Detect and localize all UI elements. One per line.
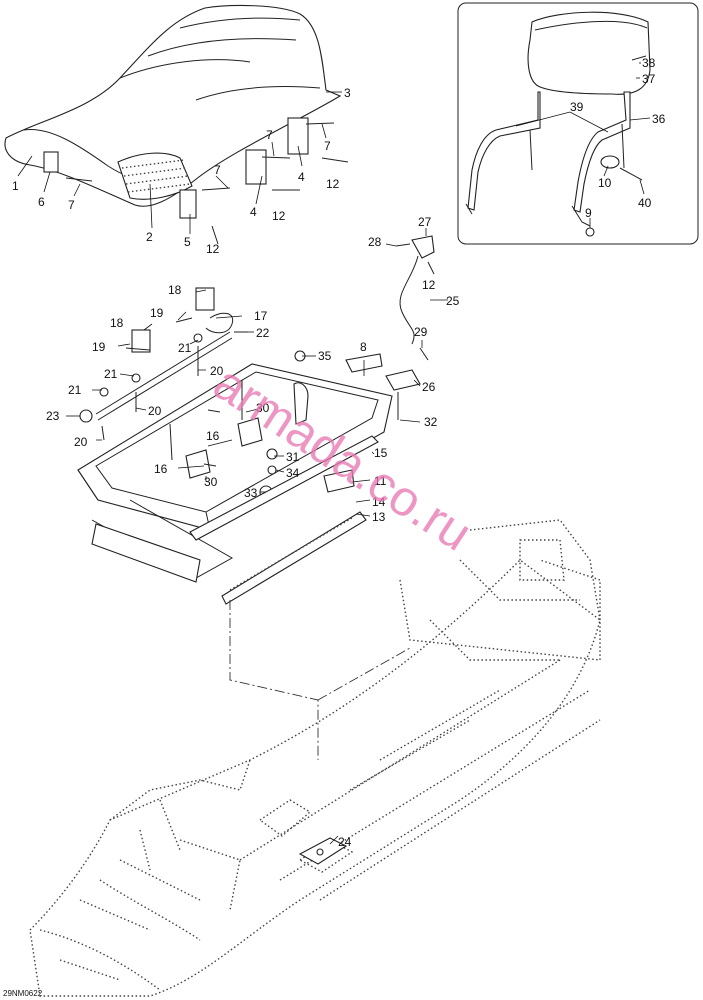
callout-23: 23 — [46, 409, 60, 423]
callout-30a: 30 — [256, 401, 270, 415]
mounting-rails — [189, 435, 379, 605]
callout-40: 40 — [638, 196, 652, 210]
chassis-frame — [29, 519, 601, 997]
callout-4a: 4 — [250, 205, 257, 219]
backrest-cushion — [527, 11, 651, 95]
callout-1: 1 — [12, 179, 19, 193]
callout-35: 35 — [318, 349, 332, 363]
callout-15: 15 — [374, 446, 388, 460]
seat-assembly — [4, 4, 342, 207]
callout-12d: 12 — [422, 278, 436, 292]
callout-18b: 18 — [110, 316, 124, 330]
callout-29: 29 — [414, 325, 428, 339]
callout-leaders — [17, 62, 651, 845]
callout-37: 37 — [642, 72, 656, 86]
callout-38: 38 — [642, 56, 656, 70]
callout-19b: 19 — [92, 340, 106, 354]
callout-16b: 16 — [154, 462, 168, 476]
latch-cable-and-brackets — [345, 235, 435, 420]
callout-10: 10 — [598, 176, 612, 190]
callout-17: 17 — [254, 309, 268, 323]
callout-2: 2 — [146, 230, 153, 244]
callout-14: 14 — [372, 495, 386, 509]
callout-12c: 12 — [326, 177, 340, 191]
callout-7b: 7 — [214, 163, 221, 177]
callout-18a: 18 — [168, 283, 182, 297]
callout-6: 6 — [38, 195, 45, 209]
callout-31: 31 — [286, 450, 300, 464]
callout-19a: 19 — [150, 306, 164, 320]
callout-21c: 21 — [68, 383, 82, 397]
callout-9: 9 — [585, 206, 592, 220]
callout-16a: 16 — [206, 429, 220, 443]
callout-32: 32 — [424, 415, 438, 429]
callout-36: 36 — [652, 112, 666, 126]
callout-30b: 30 — [204, 475, 218, 489]
callout-27: 27 — [418, 215, 432, 229]
drawing-code: 29NM0622 — [3, 989, 43, 998]
callout-39: 39 — [570, 100, 584, 114]
callout-7c: 7 — [266, 128, 273, 142]
alignment-line — [229, 600, 411, 760]
storage-box — [77, 363, 393, 583]
callout-4b: 4 — [298, 170, 305, 184]
callout-24: 24 — [338, 835, 352, 849]
callout-33: 33 — [244, 486, 258, 500]
callout-12b: 12 — [272, 209, 286, 223]
callout-34: 34 — [286, 466, 300, 480]
tunnel-bracket — [298, 837, 348, 865]
seat-fastener-rivets — [65, 122, 349, 245]
callout-12a: 12 — [206, 242, 220, 256]
callout-13: 13 — [372, 510, 386, 524]
callout-25: 25 — [446, 294, 460, 308]
seat-hinge-brackets — [43, 117, 309, 219]
callout-26: 26 — [422, 380, 436, 394]
callout-5: 5 — [184, 235, 191, 249]
callout-11: 11 — [374, 474, 387, 488]
callout-labels: 1 2 3 4 4 5 6 7 7 7 7 8 9 10 11 12 12 12… — [12, 56, 666, 849]
backrest-support-tubes — [465, 91, 631, 227]
callout-28: 28 — [368, 235, 382, 249]
callout-8: 8 — [360, 340, 367, 354]
callout-3: 3 — [344, 86, 351, 100]
callout-7d: 7 — [324, 139, 331, 153]
callout-22: 22 — [256, 326, 270, 340]
callout-21a: 21 — [178, 341, 192, 355]
callout-20a: 20 — [210, 364, 224, 378]
callout-21b: 21 — [104, 367, 118, 381]
callout-7a: 7 — [68, 198, 75, 212]
callout-20c: 20 — [74, 435, 88, 449]
callout-20b: 20 — [148, 404, 162, 418]
